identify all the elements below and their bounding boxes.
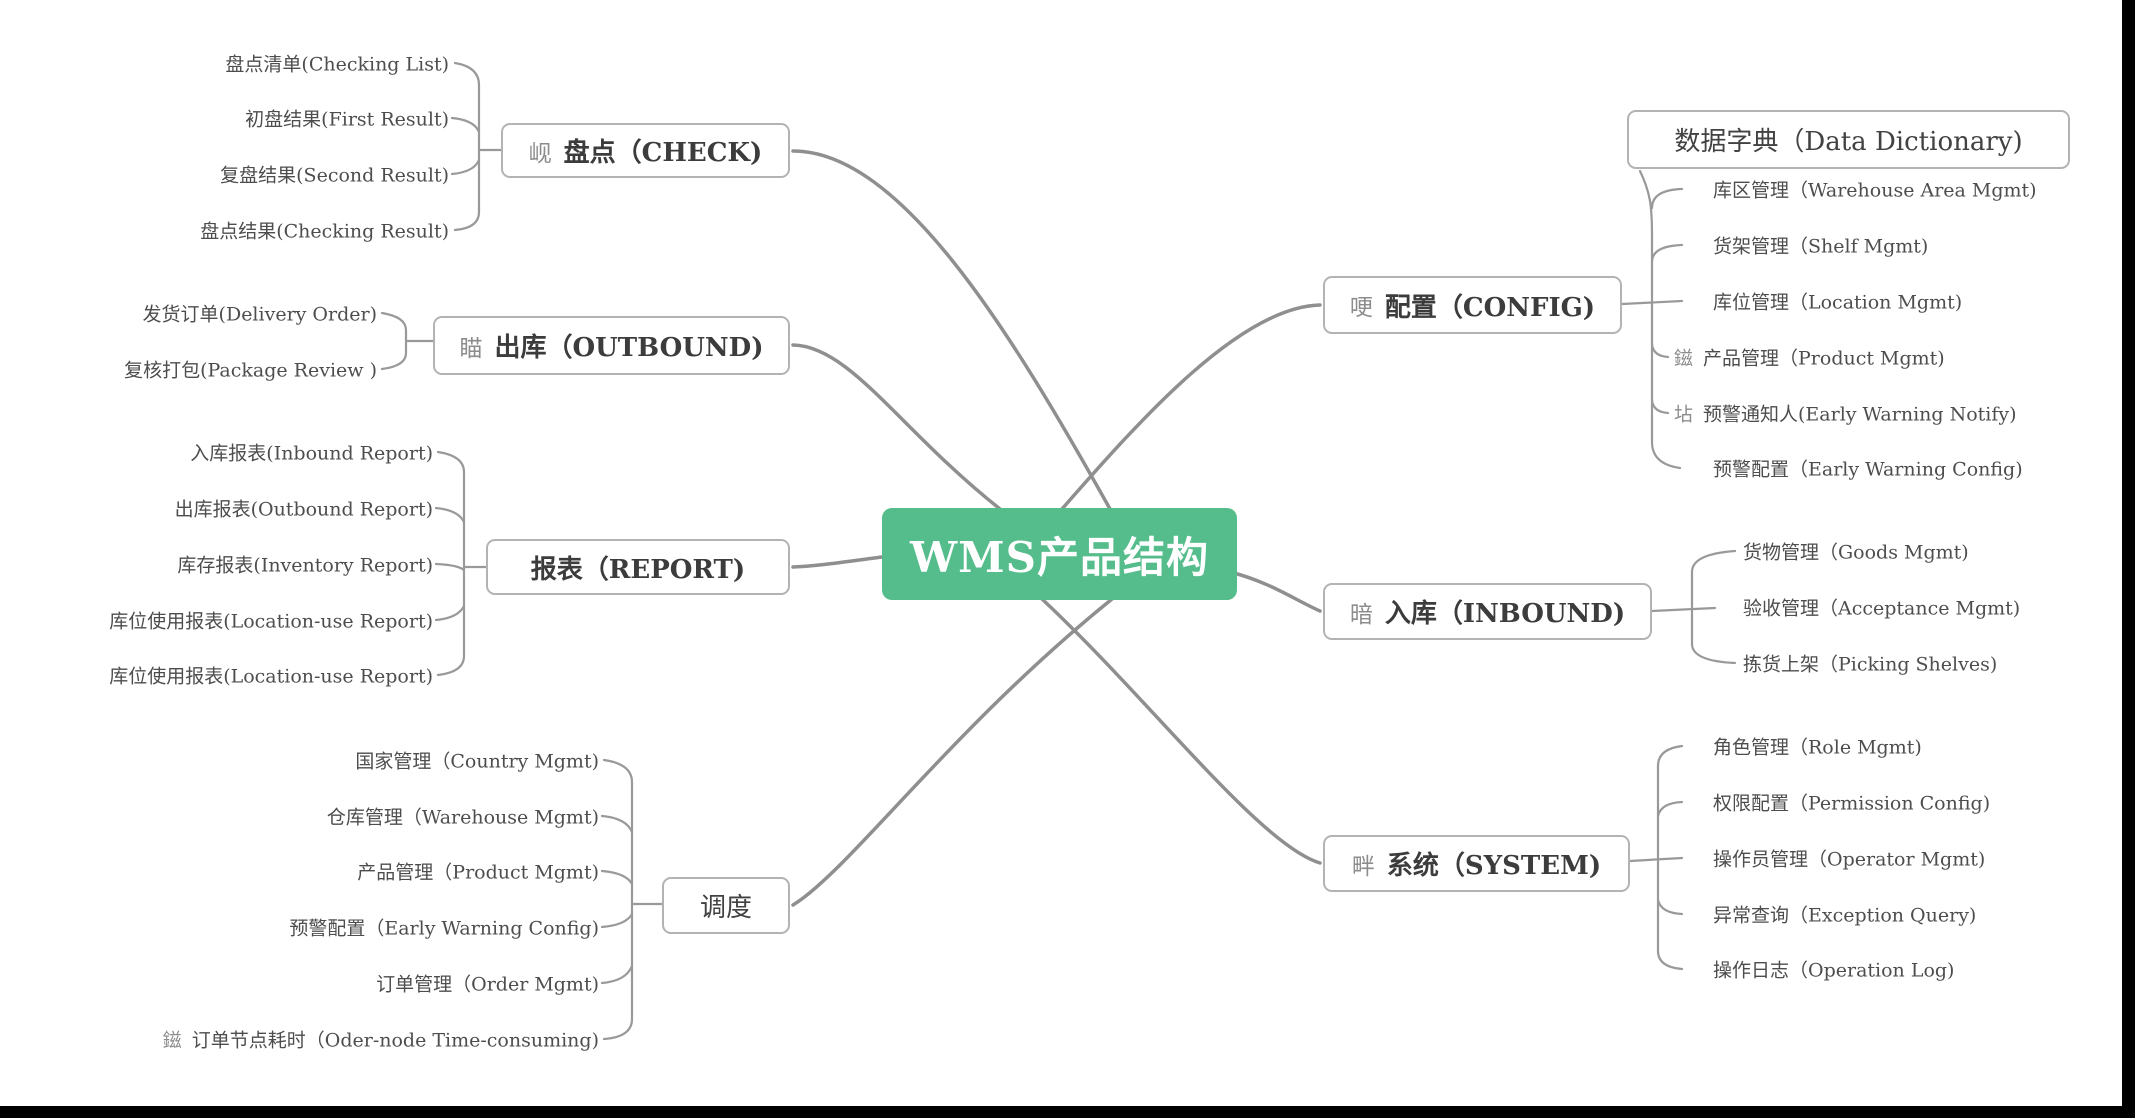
subtopic-system-2[interactable]: 操作员管理（Operator Mgmt) (1713, 848, 1986, 871)
inbound-priority-icon: 暗 (1349, 601, 1373, 628)
node-inbound-label: 入库（INBOUND) (1384, 599, 1626, 629)
task-icon: 鎡 (162, 1029, 182, 1052)
node-dispatch[interactable]: 调度 (662, 877, 790, 934)
subtopic-check-3[interactable]: 盘点结果(Checking Result) (200, 220, 449, 243)
subtopic-dispatch-5[interactable]: 鎡 订单节点耗时（Oder-node Time-consuming) (163, 1026, 599, 1053)
subtopic-report-3[interactable]: 库位使用报表(Location-use Report) (109, 610, 433, 633)
node-inbound[interactable]: 暗 入库（INBOUND) (1323, 583, 1652, 640)
node-config-label: 配置（CONFIG) (1384, 292, 1596, 323)
outbound-priority-icon: 瞄 (459, 335, 483, 362)
node-report[interactable]: 报表（REPORT) (486, 539, 790, 595)
subtopic-config-2[interactable]: 库位管理（Location Mgmt) (1713, 291, 1963, 314)
subtopic-dispatch-2[interactable]: 产品管理（Product Mgmt) (357, 861, 599, 884)
node-data-dictionary-label: 数据字典（Data Dictionary) (1674, 127, 2023, 157)
subtopic-check-0[interactable]: 盘点清单(Checking List) (225, 53, 449, 76)
subtopic-dispatch-1[interactable]: 仓库管理（Warehouse Mgmt) (326, 806, 599, 829)
subtopic-dispatch-0[interactable]: 国家管理（Country Mgmt) (355, 750, 599, 773)
subtopic-check-1[interactable]: 初盘结果(First Result) (245, 108, 449, 131)
curve-center-check (791, 149, 1112, 511)
node-check[interactable]: 岘 盘点（CHECK) (501, 123, 790, 178)
subtopic-config-4-label: 预警通知人(Early Warning Notify) (1703, 403, 2017, 426)
subtopic-inbound-1[interactable]: 验收管理（Acceptance Mgmt) (1743, 597, 2021, 620)
branch-curves (791, 149, 1322, 907)
node-data-dictionary[interactable]: 数据字典（Data Dictionary) (1627, 110, 2070, 169)
node-outbound[interactable]: 瞄 出库（OUTBOUND) (433, 316, 790, 375)
subtopic-config-4[interactable]: 坫 预警通知人(Early Warning Notify) (1674, 400, 2017, 427)
subtopic-report-0[interactable]: 入库报表(Inbound Report) (190, 442, 433, 465)
subtopic-inbound-0[interactable]: 货物管理（Goods Mgmt) (1743, 541, 1969, 564)
curve-center-report (791, 555, 884, 569)
subtopic-config-3-label: 产品管理（Product Mgmt) (1703, 347, 1945, 370)
check-priority-icon: 岘 (528, 140, 552, 167)
node-config[interactable]: 哽 配置（CONFIG) (1323, 276, 1622, 334)
flag-icon: 坫 (1674, 403, 1694, 426)
child-braces (380, 61, 1737, 1041)
subtopic-outbound-0[interactable]: 发货订单(Delivery Order) (142, 303, 377, 326)
subtopic-system-0[interactable]: 角色管理（Role Mgmt) (1713, 736, 1922, 759)
subtopic-inbound-2[interactable]: 拣货上架（Picking Shelves) (1743, 653, 1998, 676)
config-priority-icon: 哽 (1349, 295, 1373, 321)
subtopic-system-3[interactable]: 异常查询（Exception Query) (1713, 904, 1977, 927)
curve-center-outbound (791, 343, 1002, 511)
task-icon: 鎡 (1674, 347, 1694, 370)
subtopic-config-3[interactable]: 鎡 产品管理（Product Mgmt) (1674, 344, 1945, 371)
subtopic-report-1[interactable]: 出库报表(Outbound Report) (174, 498, 433, 521)
subtopic-report-4[interactable]: 库位使用报表(Location-use Report) (109, 665, 433, 688)
node-report-label: 报表（REPORT) (530, 554, 746, 585)
subtopic-config-5[interactable]: 预警配置（Early Warning Config) (1713, 458, 2023, 481)
system-priority-icon: 畔 (1351, 853, 1375, 880)
subtopic-config-0[interactable]: 库区管理（Warehouse Area Mgmt) (1713, 179, 2037, 202)
node-dispatch-label: 调度 (699, 893, 752, 923)
node-outbound-label: 出库（OUTBOUND) (494, 333, 764, 363)
subtopic-system-4[interactable]: 操作日志（Operation Log) (1713, 959, 1955, 982)
subtopic-dispatch-5-label: 订单节点耗时（Oder-node Time-consuming) (191, 1029, 599, 1052)
curve-center-system (1040, 597, 1322, 865)
bottom-letterbox-bar (0, 1106, 2135, 1118)
subtopic-outbound-1[interactable]: 复核打包(Package Review ) (124, 359, 377, 382)
subtopic-system-1[interactable]: 权限配置（Permission Config) (1713, 792, 1991, 815)
node-system-label: 系统（SYSTEM) (1386, 851, 1602, 881)
subtopic-dispatch-4[interactable]: 订单管理（Order Mgmt) (376, 973, 599, 996)
subtopic-report-2[interactable]: 库存报表(Inventory Report) (177, 554, 433, 577)
right-letterbox-bar (2122, 0, 2135, 1118)
curve-center-config (1060, 303, 1322, 511)
subtopic-check-2[interactable]: 复盘结果(Second Result) (220, 164, 449, 187)
central-topic[interactable]: WMS产品结构 (882, 508, 1237, 600)
node-system[interactable]: 畔 系统（SYSTEM) (1323, 835, 1630, 892)
node-check-label: 盘点（CHECK) (563, 138, 763, 168)
curve-center-dispatch (791, 597, 1114, 907)
curve-center-inbound (1228, 570, 1322, 613)
subtopic-dispatch-3[interactable]: 预警配置（Early Warning Config) (289, 917, 599, 940)
subtopic-config-1[interactable]: 货架管理（Shelf Mgmt) (1713, 235, 1929, 258)
